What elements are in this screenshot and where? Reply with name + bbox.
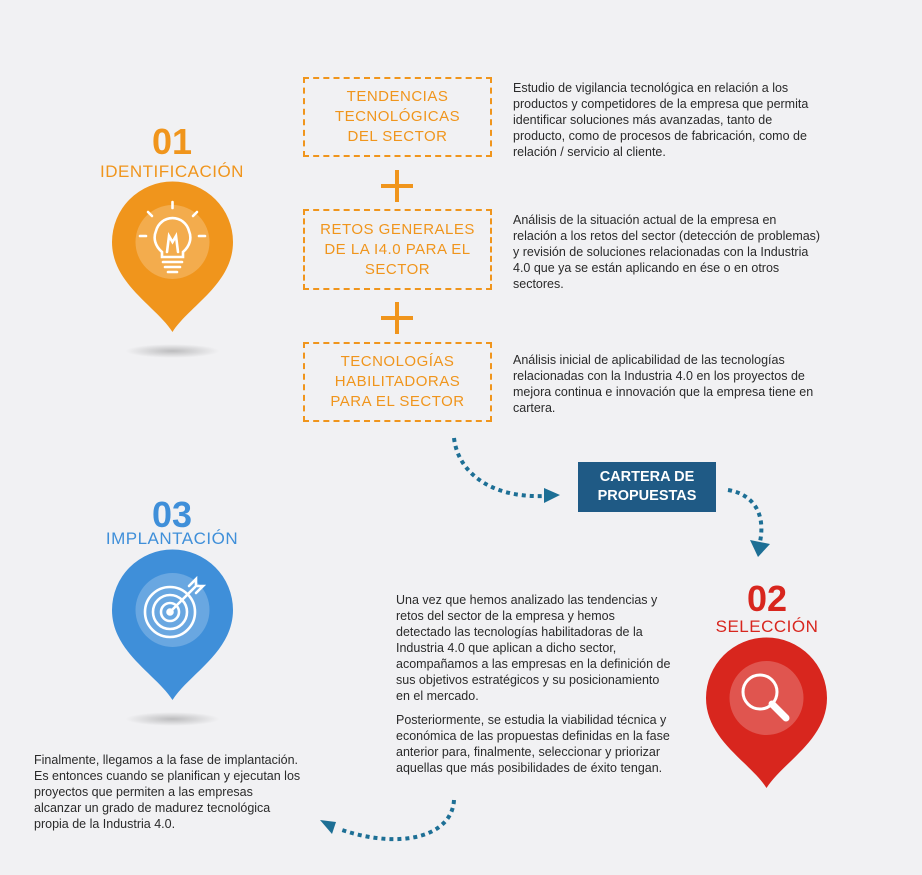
step1-label: IDENTIFICACIÓN — [100, 162, 244, 181]
plus-icon — [381, 302, 413, 334]
arrow-to-step2 — [727, 488, 770, 557]
step2-paragraph: Una vez que hemos analizado las tendenci… — [396, 593, 671, 703]
step3-number: 03 — [151, 494, 193, 535]
step1-pin — [112, 181, 233, 332]
step3-pin — [112, 549, 233, 700]
step2-label: SELECCIÓN — [715, 617, 819, 636]
step1-pin-shadow — [125, 344, 220, 358]
step2-number: 02 — [746, 578, 788, 619]
step3-pin-shadow — [125, 712, 220, 726]
portfolio-label: CARTERA DE PROPUESTAS — [597, 469, 697, 504]
step3-description: Finalmente, llegamos a la fase de implan… — [34, 753, 301, 831]
challenges-box-title: RETOS GENERALES DE LA I4.0 PARA EL SECTO… — [320, 220, 475, 278]
plus-icon — [381, 170, 413, 202]
step2-paragraph: Posteriormente, se estudia la viabilidad… — [396, 713, 670, 775]
challenges-box: RETOS GENERALES DE LA I4.0 PARA EL SECTO… — [303, 209, 492, 290]
step2-description: Una vez que hemos analizado las tendenci… — [396, 592, 671, 784]
trends-box: TENDENCIAS TECNOLÓGICAS DEL SECTOR — [303, 77, 492, 157]
step3-label: IMPLANTACIÓN — [105, 529, 239, 548]
target-icon — [143, 575, 207, 639]
step2-pin — [706, 637, 827, 788]
enabling-tech-box-title: TECNOLOGÍAS HABILITADORAS PARA EL SECTOR — [330, 353, 465, 410]
enabling-tech-description: Análisis inicial de aplicabilidad de las… — [513, 353, 814, 415]
portfolio-box: CARTERA DE PROPUESTAS — [578, 462, 716, 512]
trends-box-title: TENDENCIAS TECNOLÓGICAS DEL SECTOR — [334, 88, 461, 145]
challenges-description: Análisis de la situación actual de la em… — [513, 213, 821, 291]
step1-number: 01 — [151, 121, 193, 162]
trends-description: Estudio de vigilancia tecnológica en rel… — [513, 81, 809, 159]
magnifier-icon — [741, 673, 790, 722]
arrow-to-step3 — [320, 799, 456, 842]
enabling-tech-box: TECNOLOGÍAS HABILITADORAS PARA EL SECTOR — [303, 342, 492, 422]
lightbulb-icon — [138, 200, 207, 274]
arrow-to-cartera — [452, 437, 560, 503]
